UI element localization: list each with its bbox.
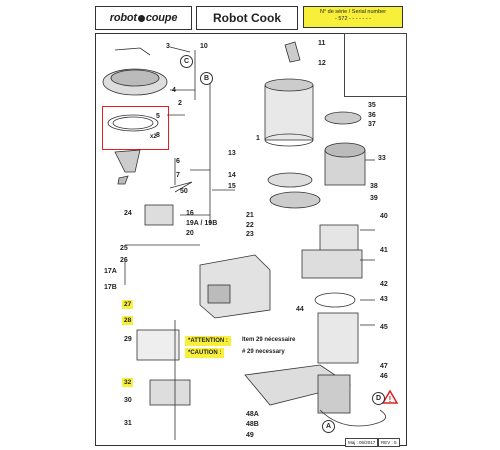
- svg-text:!: !: [389, 395, 392, 404]
- page-title: Robot Cook: [196, 6, 298, 30]
- part-label-50: 50: [180, 188, 188, 195]
- part-label-1: 1: [256, 135, 260, 142]
- part-label-38: 38: [370, 183, 378, 190]
- part-label-48A: 48A: [246, 411, 259, 418]
- part-label-12: 12: [318, 60, 326, 67]
- caution-label: *CAUTION :: [185, 348, 225, 358]
- brand-right: coupe: [145, 12, 178, 24]
- part-label-7: 7: [176, 172, 180, 179]
- part-label-20: 20: [186, 230, 194, 237]
- assembled-machine-inset: [344, 33, 407, 97]
- highlight-seal-box: [102, 106, 169, 150]
- footer-date: Maj : 06/2017: [345, 438, 379, 447]
- part-label-4: 4: [172, 87, 176, 94]
- footer-rev: REV : 5: [378, 438, 400, 447]
- part-label-47: 47: [380, 363, 388, 370]
- part-label-40: 40: [380, 213, 388, 220]
- part-label-8: 8: [156, 132, 160, 139]
- attention-label: *ATTENTION :: [185, 336, 231, 346]
- part-label-35: 35: [368, 102, 376, 109]
- brand-logo: robot coupe: [95, 6, 192, 30]
- part-label-32: 32: [122, 378, 134, 387]
- brand-left: robot: [109, 12, 137, 24]
- part-label-43: 43: [380, 296, 388, 303]
- part-label-B: B: [200, 72, 213, 85]
- warning-icon: !: [382, 390, 398, 404]
- caution-text: # 29 necessary: [242, 349, 285, 355]
- part-label-15: 15: [228, 183, 236, 190]
- part-label-33: 33: [378, 155, 386, 162]
- part-label-28: 28: [122, 316, 134, 325]
- part-label-14: 14: [228, 172, 236, 179]
- part-label-D: D: [372, 392, 385, 405]
- part-label-19: 19A / 19B: [186, 220, 218, 227]
- part-label-5: 5: [156, 113, 160, 120]
- part-label-42: 42: [380, 281, 388, 288]
- part-label-27: 27: [122, 300, 134, 309]
- part-label-17A: 17A: [104, 268, 117, 275]
- seal-part: [107, 114, 159, 132]
- part-label-46: 46: [380, 373, 388, 380]
- part-label-17B: 17B: [104, 284, 117, 291]
- attention-text: Item 29 nécessaire: [242, 337, 296, 343]
- part-label-44: 44: [296, 306, 304, 313]
- part-label-48B: 48B: [246, 421, 259, 428]
- part-label-11: 11: [318, 40, 326, 47]
- part-label-39: 39: [370, 195, 378, 202]
- serial-number-box: N° de série / Serial number - 572 - - - …: [303, 6, 403, 28]
- qty-8: x2: [150, 134, 157, 140]
- brand-icon: [137, 14, 145, 22]
- part-label-30: 30: [124, 397, 132, 404]
- part-label-13: 13: [228, 150, 236, 157]
- part-label-10: 10: [200, 43, 208, 50]
- part-label-A: A: [322, 420, 335, 433]
- diagram-frame: [95, 33, 407, 446]
- part-label-36: 36: [368, 112, 376, 119]
- part-label-31: 31: [124, 420, 132, 427]
- part-label-29: 29: [124, 336, 132, 343]
- part-label-45: 45: [380, 324, 388, 331]
- part-label-2: 2: [178, 100, 182, 107]
- part-label-49: 49: [246, 432, 254, 439]
- part-label-3: 3: [166, 43, 170, 50]
- part-label-C: C: [180, 55, 193, 68]
- part-label-21: 21: [246, 212, 254, 219]
- part-label-22: 22: [246, 222, 254, 229]
- bowl-part: [264, 84, 314, 141]
- part-label-26: 26: [120, 257, 128, 264]
- part-label-37: 37: [368, 121, 376, 128]
- part-label-24: 24: [124, 210, 132, 217]
- serial-value: - 572 - - - - - - -: [334, 16, 372, 22]
- serial-label: N° de série / Serial number: [319, 9, 387, 15]
- part-label-23: 23: [246, 231, 254, 238]
- part-label-16: 16: [186, 210, 194, 217]
- part-label-41: 41: [380, 247, 388, 254]
- part-label-25: 25: [120, 245, 128, 252]
- part-label-6: 6: [176, 158, 180, 165]
